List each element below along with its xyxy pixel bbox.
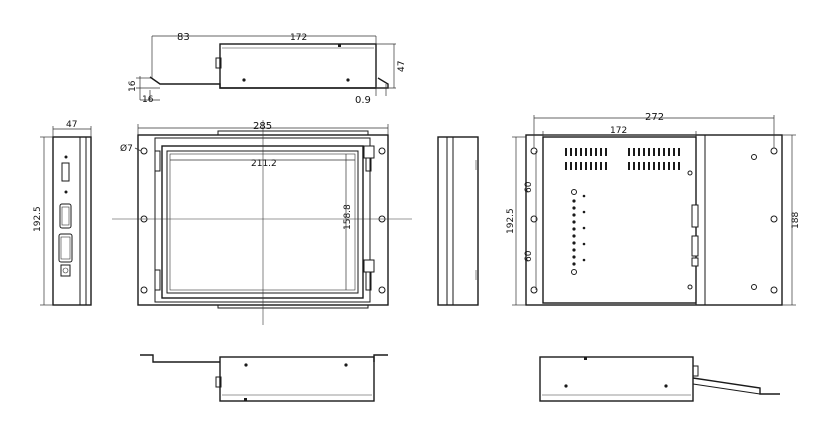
dim-front-hole: Ø7 [120, 143, 133, 154]
rear-view [512, 115, 796, 306]
dim-rear-height: 192.5 [506, 208, 516, 234]
dim-rear-total: 188 [791, 212, 801, 229]
dim-top-thickness: 0.9 [355, 95, 371, 106]
bottom-view-center [140, 354, 388, 402]
dim-left-height: 192.5 [33, 206, 43, 232]
right-side-view [437, 136, 479, 306]
dim-top-width: 172 [290, 33, 307, 43]
dim-rear-pitch-a: 60 [524, 181, 534, 193]
top-view [136, 35, 396, 101]
dim-front-screen-w: 211.2 [251, 159, 277, 169]
rear-vents-left [565, 148, 607, 170]
dim-top-flange-b: 16 [142, 95, 154, 105]
rear-vents-right [628, 148, 680, 170]
dim-left-depth: 47 [66, 120, 77, 130]
dim-top-flange: 16 [128, 80, 138, 92]
left-view [40, 126, 92, 306]
dim-front-screen-h: 158.8 [343, 204, 353, 230]
dim-rear-outer: 272 [645, 112, 664, 123]
front-view [112, 120, 412, 325]
rear-button-column [571, 189, 586, 275]
dim-rear-inner: 172 [610, 126, 627, 136]
bottom-view-right [539, 356, 780, 402]
dim-front-width: 285 [253, 121, 272, 132]
dim-top-side-offset: 83 [177, 32, 190, 43]
dim-top-height: 47 [397, 61, 407, 72]
dim-rear-pitch-b: 60 [524, 250, 534, 262]
